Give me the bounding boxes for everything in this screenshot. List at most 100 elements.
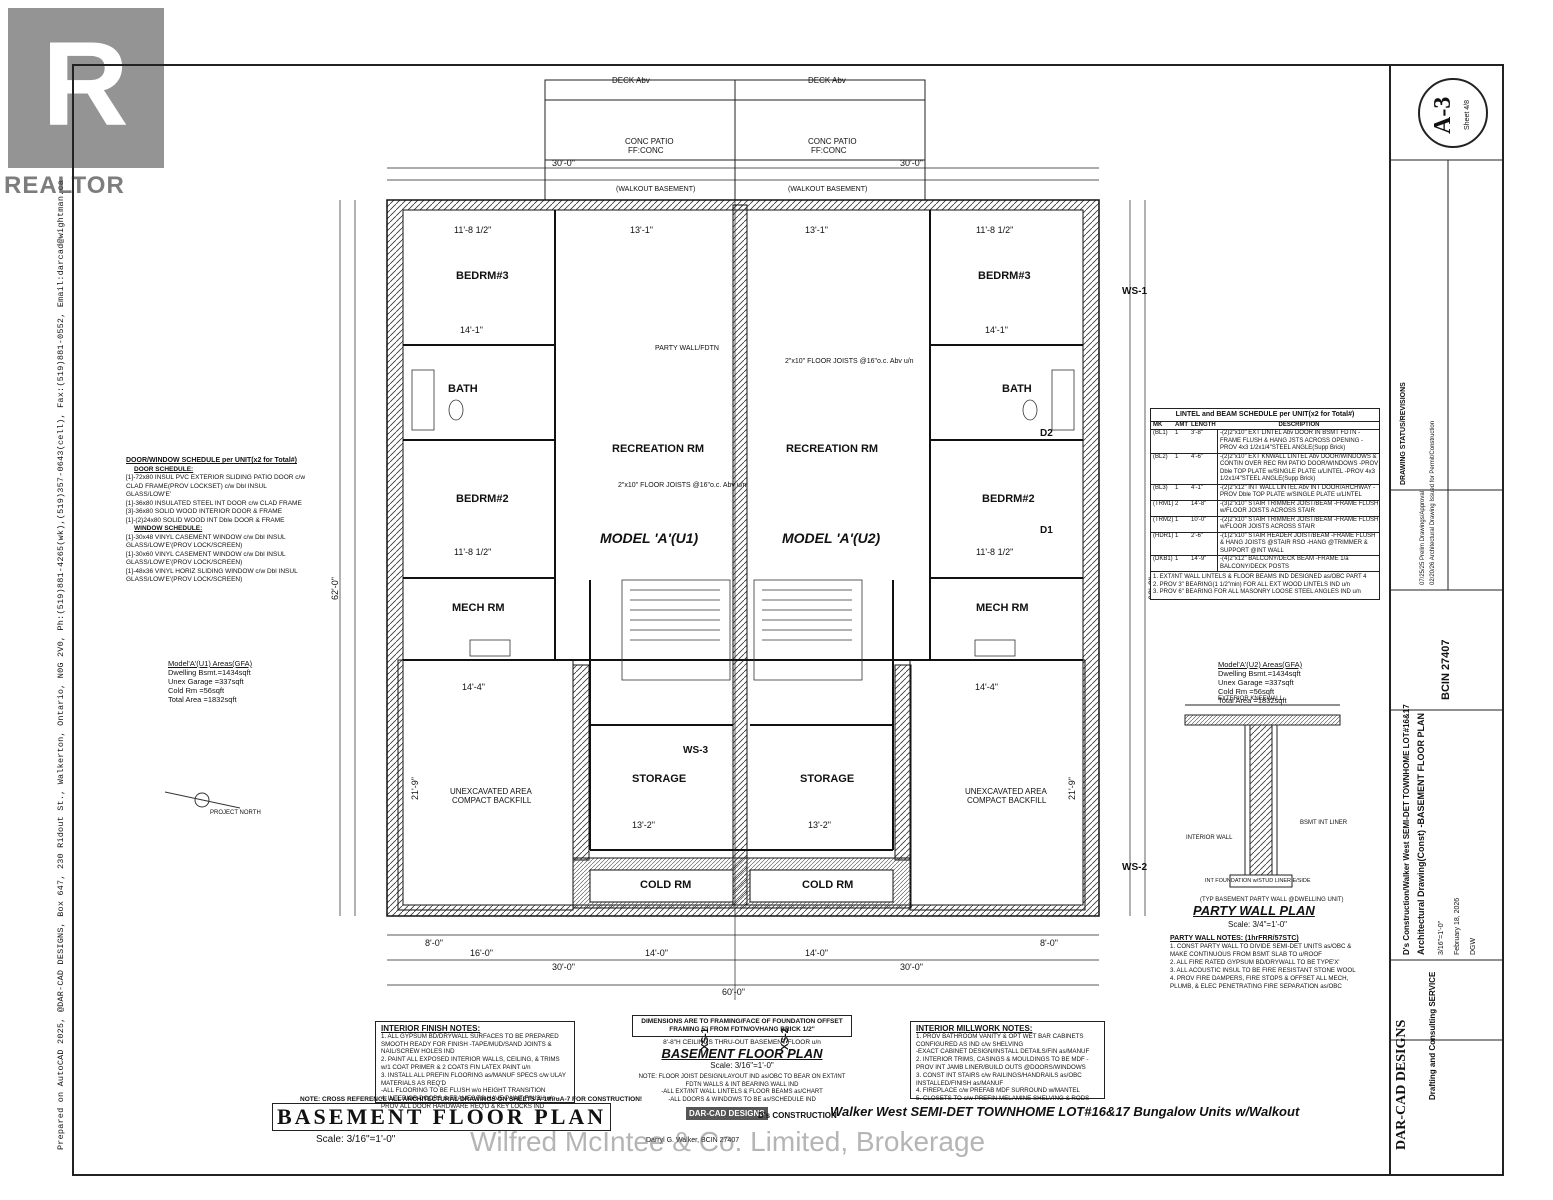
lintel-description: -(2)2"x12" INT WALL LINTEL Abv INT DOOR/… <box>1217 484 1379 500</box>
lintel-length: 14'-9" <box>1191 556 1207 562</box>
lintel-mark: (BL3) <box>1153 484 1168 491</box>
lintel-mark: (HDR1) <box>1153 532 1174 539</box>
room-bath-left: BATH <box>448 383 478 395</box>
dim-bottom-half-right: 30'-0" <box>900 962 923 972</box>
lintel-description: -(2)2"x10" EXT KNWALL LINTEL Abv DOOR/WI… <box>1217 453 1379 484</box>
room-bedroom3-right: BEDRM#3 <box>978 270 1031 282</box>
dw-door-1: [1]-36x80 INSULATED STEEL INT DOOR c/w C… <box>126 499 302 507</box>
room-storage-left: STORAGE <box>632 773 687 785</box>
room-mech-right: MECH RM <box>976 602 1029 614</box>
dim-storage-left: 13'-2" <box>632 820 655 830</box>
pwn-3: 4. PROV FIRE DAMPERS, FIRE STOPS & OFFSE… <box>1170 975 1349 990</box>
room-unex-sub-left: COMPACT BACKFILL <box>452 796 532 805</box>
room-bedroom2-left: BEDRM#2 <box>456 493 509 505</box>
areas-u2-3: Total Area =1832sqft <box>1218 696 1287 705</box>
lintel-amount: 1 <box>1175 453 1179 460</box>
lintel-h-desc: DESCRIPTION <box>1278 421 1320 428</box>
cn-0: NOTE: FLOOR JOIST DESIGN/LAYOUT IND as/O… <box>638 1074 846 1088</box>
tag-ws2: WS-2 <box>1122 862 1147 873</box>
dim-unex-right: 14'-4" <box>975 682 998 692</box>
cn-dim: DIMENSIONS ARE TO FRAMING/FACE OF FOUNDA… <box>632 1015 852 1037</box>
north-label: PROJECT NORTH <box>210 810 261 816</box>
lintel-amount: 1 <box>1175 532 1179 539</box>
lintel-amount: 1 <box>1175 556 1179 562</box>
areas-u1-3: Total Area =1832sqft <box>168 695 237 704</box>
dim-bottom-14-right: 14'-0" <box>805 948 828 958</box>
status-head: DRAWING STATUS/REVISIONS <box>1400 382 1407 485</box>
stairs <box>621 579 863 681</box>
lintel-h-mk: MK <box>1153 421 1163 428</box>
areas-u1-0: Dwelling Bsmt.=1434sqft <box>168 668 251 677</box>
lintel-title: LINTEL and BEAM SCHEDULE per UNIT(x2 for… <box>1151 409 1379 422</box>
cn-title: BASEMENT FLOOR PLAN <box>661 1046 823 1061</box>
lintel-schedule: LINTEL and BEAM SCHEDULE per UNIT(x2 for… <box>1150 408 1380 600</box>
lintel-length: 4'-1" <box>1191 484 1203 491</box>
patio-label-right: CONC PATIO <box>808 137 857 146</box>
interior-walls <box>403 210 1083 851</box>
party-wall-detail <box>1184 704 1341 888</box>
dim-unex-depth-left: 21'-9" <box>410 777 420 800</box>
deck-label-left: DECK Abv <box>612 76 650 85</box>
room-cold-right: COLD RM <box>802 879 854 891</box>
areas-u2-1: Unex Garage =337sqft <box>1218 678 1294 687</box>
mw-0: 1. PROV BATHROOM VANITY & OPT WET BAR CA… <box>916 1032 1084 1048</box>
dw-door-3: [1]-(2)24x80 SOLID WOOD INT Dble DOOR & … <box>126 516 285 524</box>
room-storage-right: STORAGE <box>800 773 855 785</box>
room-bath-right: BATH <box>1002 383 1032 395</box>
pwn-0: 1. CONST PARTY WALL TO DIVIDE SEMI-DET U… <box>1170 943 1352 958</box>
room-mech-left: MECH RM <box>452 602 505 614</box>
logo-darcad: DAR-CAD DESIGNS <box>686 1107 768 1120</box>
lintel-mark: (TRM1) <box>1153 500 1174 507</box>
bottom-title: BASEMENT FLOOR PLAN <box>272 1103 612 1131</box>
mw-3: 3. CONST INT STAIRS c/w RAILINGS/HANDRAI… <box>916 1071 1082 1087</box>
dim-bottom-16: 16'-0" <box>470 948 493 958</box>
lintel-amount: 1 <box>1175 516 1179 523</box>
deck-label-right: DECK Abv <box>808 76 846 85</box>
tb-project: D's Construction/Walker West SEMI-DET TO… <box>1402 704 1411 955</box>
dw-window-1: [1]-30x60 VINYL CASEMENT WINDOW c/w Dbl … <box>126 550 286 567</box>
areas-u1: Model'A'(U1) Areas(GFA) Dwelling Bsmt.=1… <box>168 659 252 704</box>
tb-drawing: Architectural Drawing(Const) -BASEMENT F… <box>1416 712 1426 955</box>
model-label-left: MODEL 'A'(U1) <box>600 530 699 546</box>
room-bedroom3-left: BEDRM#3 <box>456 270 509 282</box>
lintel-amount: 2 <box>1175 500 1179 507</box>
dim-bed-depth-left: 14'-1" <box>460 325 483 335</box>
cn-2: -ALL DOORS & WINDOWS TO BE as/SCHEDULE I… <box>668 1096 816 1103</box>
dim-bottom-14-left: 14'-0" <box>645 948 668 958</box>
lintel-length: 2'-6" <box>1191 532 1203 539</box>
lintel-amount: 1 <box>1175 484 1179 491</box>
patio-sub-right: FF:CONC <box>811 146 847 155</box>
dim-bed3-right: 11'-8 1/2" <box>976 225 1014 235</box>
patio-label-left: CONC PATIO <box>625 137 674 146</box>
cn-ceiling: 8'-8"H CEILINGS THRU-OUT BASEMENT FLOOR … <box>663 1039 821 1046</box>
dim-bed-depth-right: 14'-1" <box>985 325 1008 335</box>
party-wall-label: PARTY WALL/FDTN <box>655 345 719 352</box>
pw-label-2: INTERIOR WALL <box>1186 835 1233 841</box>
lintel-row: (BL3) 1 4'-1" -(2)2"x12" INT WALL LINTEL Ab… <box>1151 484 1379 501</box>
joists-left: 2"x10" FLOOR JOISTS @16"o.c. Abv u/n <box>618 482 747 489</box>
fixtures <box>411 369 1075 657</box>
areas-u1-title: Model'A'(U1) Areas(GFA) <box>168 659 253 668</box>
brokerage-watermark: Wilfred McIntee & Co. Limited, Brokerage <box>470 1126 986 1157</box>
lintel-length: 10'-0" <box>1191 516 1207 523</box>
lintel-mark: (BL1) <box>1153 430 1168 436</box>
pw-title: PARTY WALL PLAN <box>1193 903 1315 918</box>
pwn-2: 3. ALL ACOUSTIC INSUL TO BE FIRE RESISTA… <box>1170 967 1356 974</box>
center-notes: DIMENSIONS ARE TO FRAMING/FACE OF FOUNDA… <box>632 1015 852 1104</box>
ifn-4: 4. INTERIOR DOORS & FRAMES TO HAVE PAINT… <box>381 1095 559 1110</box>
bottom-scale: Scale: 3/16"=1'-0" <box>316 1134 396 1145</box>
dw-title: DOOR/WINDOW SCHEDULE per UNIT(x2 for Tot… <box>126 457 297 464</box>
sheet-number: A-3 <box>1430 96 1456 134</box>
mw-2: 2. INTERIOR TRIMS, CASINGS & MOULDINGS T… <box>916 1056 1089 1071</box>
realtor-word: REALTOR <box>4 172 125 199</box>
mw-5: 5. CLOSETS TO c/w PREFIN MELAMINE SHELVI… <box>916 1095 1090 1103</box>
areas-u2-title: Model'A'(U2) Areas(GFA) <box>1218 660 1303 669</box>
ifn-title: INTERIOR FINISH NOTES: <box>381 1024 481 1033</box>
pwn-title: PARTY WALL NOTES: (1hrFRR/57STC) <box>1170 935 1299 942</box>
lintel-description: -(4)2"x12" BALCONY/DECK BEAM -FRAME 1/a … <box>1217 556 1379 571</box>
pw-scale: Scale: 3/4"=1'-0" <box>1228 920 1288 929</box>
dim-bed3-left: 11'-8 1/2" <box>454 225 492 235</box>
lintel-mark: (BL2) <box>1153 453 1168 460</box>
